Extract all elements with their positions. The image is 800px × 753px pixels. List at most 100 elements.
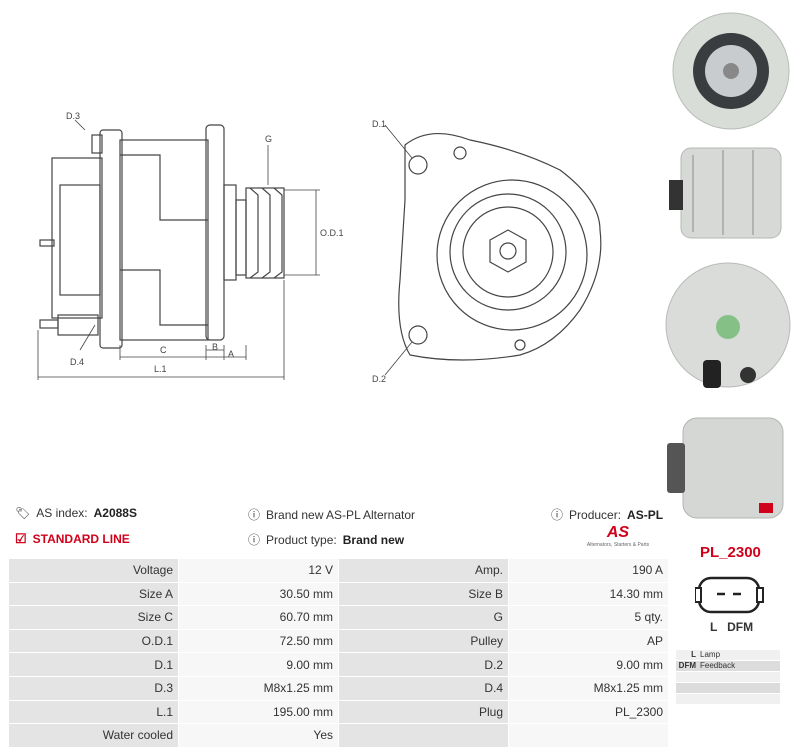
product-photo-rear[interactable] [663, 255, 793, 400]
as-index: 🏷 AS index: A2088S [15, 506, 137, 520]
front-housing-outline [398, 132, 602, 361]
legend-row [676, 694, 780, 705]
producer-value: AS-PL [627, 507, 664, 522]
brand-logo: AS Alternators, Starters & Parts [586, 524, 650, 548]
spec-value: 72.50 mm [179, 629, 339, 654]
spec-label: Size B [339, 582, 509, 607]
spec-label: Amp. [339, 559, 509, 583]
product-type-label: Product type: [266, 532, 337, 547]
spec-value: 9.00 mm [509, 653, 669, 677]
legend-desc: Feedback [700, 661, 736, 670]
tag-icon: 🏷 [15, 506, 31, 520]
legend-key: L [691, 650, 696, 659]
product-photo-angle[interactable] [663, 408, 793, 523]
plug-pins: L DFM [710, 620, 754, 634]
spec-label: Plug [339, 700, 509, 725]
standard-line-label: STANDARD LINE [32, 532, 130, 546]
info-icon: ⓘ [248, 533, 261, 547]
plug-connector-icon [695, 576, 764, 614]
fan-ring-outline [436, 179, 588, 331]
spec-value: 5 qty. [509, 606, 669, 630]
mount-hole-d2 [408, 325, 428, 345]
legend-row: DFM Feedback [676, 661, 780, 672]
product-type: ⓘ Product type: Brand new [248, 531, 404, 548]
spec-label: D.1 [9, 653, 179, 677]
spec-value: 30.50 mm [179, 582, 339, 607]
spec-value: 12 V [179, 559, 339, 583]
label-b: B [212, 342, 218, 352]
spec-value: PL_2300 [509, 700, 669, 725]
spec-label: Size C [9, 606, 179, 630]
plug-name: PL_2300 [700, 544, 761, 561]
pulley-outline [245, 187, 285, 279]
spec-label: Voltage [9, 559, 179, 583]
spec-label: D.2 [339, 653, 509, 677]
logo-tagline: Alternators, Starters & Parts [586, 542, 650, 548]
label-d2: D.2 [372, 374, 386, 384]
spec-value: 190 A [509, 559, 669, 583]
legend-key [676, 694, 700, 704]
legend-key [676, 672, 700, 682]
label-d3: D.3 [66, 111, 80, 121]
standard-line: ☑ STANDARD LINE [15, 531, 130, 547]
legend-row [676, 683, 780, 694]
brand-text: Brand new AS-PL Alternator [266, 507, 415, 522]
rear-cover-outline [51, 157, 103, 319]
spec-label: Pulley [339, 629, 509, 654]
label-od1: O.D.1 [320, 228, 344, 238]
label-d4: D.4 [70, 357, 84, 367]
legend-desc: Lamp [700, 650, 721, 659]
label-g: G [265, 134, 272, 144]
spec-value: M8x1.25 mm [509, 676, 669, 701]
producer-label: Producer: [569, 507, 622, 522]
spec-value: Yes [179, 724, 339, 748]
legend-key: DFM [678, 661, 696, 670]
technical-drawing: D.3 G O.D.1 D.4 C B A L.1 D.1 D.2 [37, 111, 602, 384]
producer: ⓘ Producer: AS-PL [551, 506, 663, 523]
mount-hole-d1 [408, 155, 428, 175]
rear-housing-outline [99, 129, 123, 349]
spec-label: Size A [9, 582, 179, 607]
product-type-value: Brand new [342, 532, 405, 547]
label-d1: D.1 [372, 119, 386, 129]
product-photo-front[interactable] [663, 6, 793, 132]
spec-value: AP [509, 629, 669, 654]
info-icon: ⓘ [248, 508, 261, 522]
stator-outline [119, 139, 209, 341]
logo-mark: AS [606, 524, 630, 541]
legend-row: L Lamp [676, 650, 780, 661]
brand-info: ⓘ Brand new AS-PL Alternator [248, 506, 415, 523]
spec-value: M8x1.25 mm [179, 676, 339, 701]
spec-label [339, 724, 509, 748]
as-index-label: AS index: [36, 506, 88, 520]
spec-value: 9.00 mm [179, 653, 339, 677]
label-a: A [228, 349, 234, 359]
spec-value [509, 724, 669, 748]
spec-label: O.D.1 [9, 629, 179, 654]
checkbox-icon: ☑ [15, 531, 27, 546]
front-housing-outline [205, 124, 225, 341]
product-photo-side[interactable] [663, 140, 793, 245]
spec-label: D.4 [339, 676, 509, 701]
legend-row [676, 672, 780, 683]
legend-key [676, 683, 700, 693]
label-l1: L.1 [154, 364, 167, 374]
pulley-nut-outline [489, 229, 527, 273]
spec-label: L.1 [9, 700, 179, 725]
label-c: C [160, 345, 167, 355]
spec-label: Water cooled [9, 724, 179, 748]
spec-label: D.3 [9, 676, 179, 701]
spec-value: 60.70 mm [179, 606, 339, 630]
spec-label: G [339, 606, 509, 630]
spec-value: 195.00 mm [179, 700, 339, 725]
